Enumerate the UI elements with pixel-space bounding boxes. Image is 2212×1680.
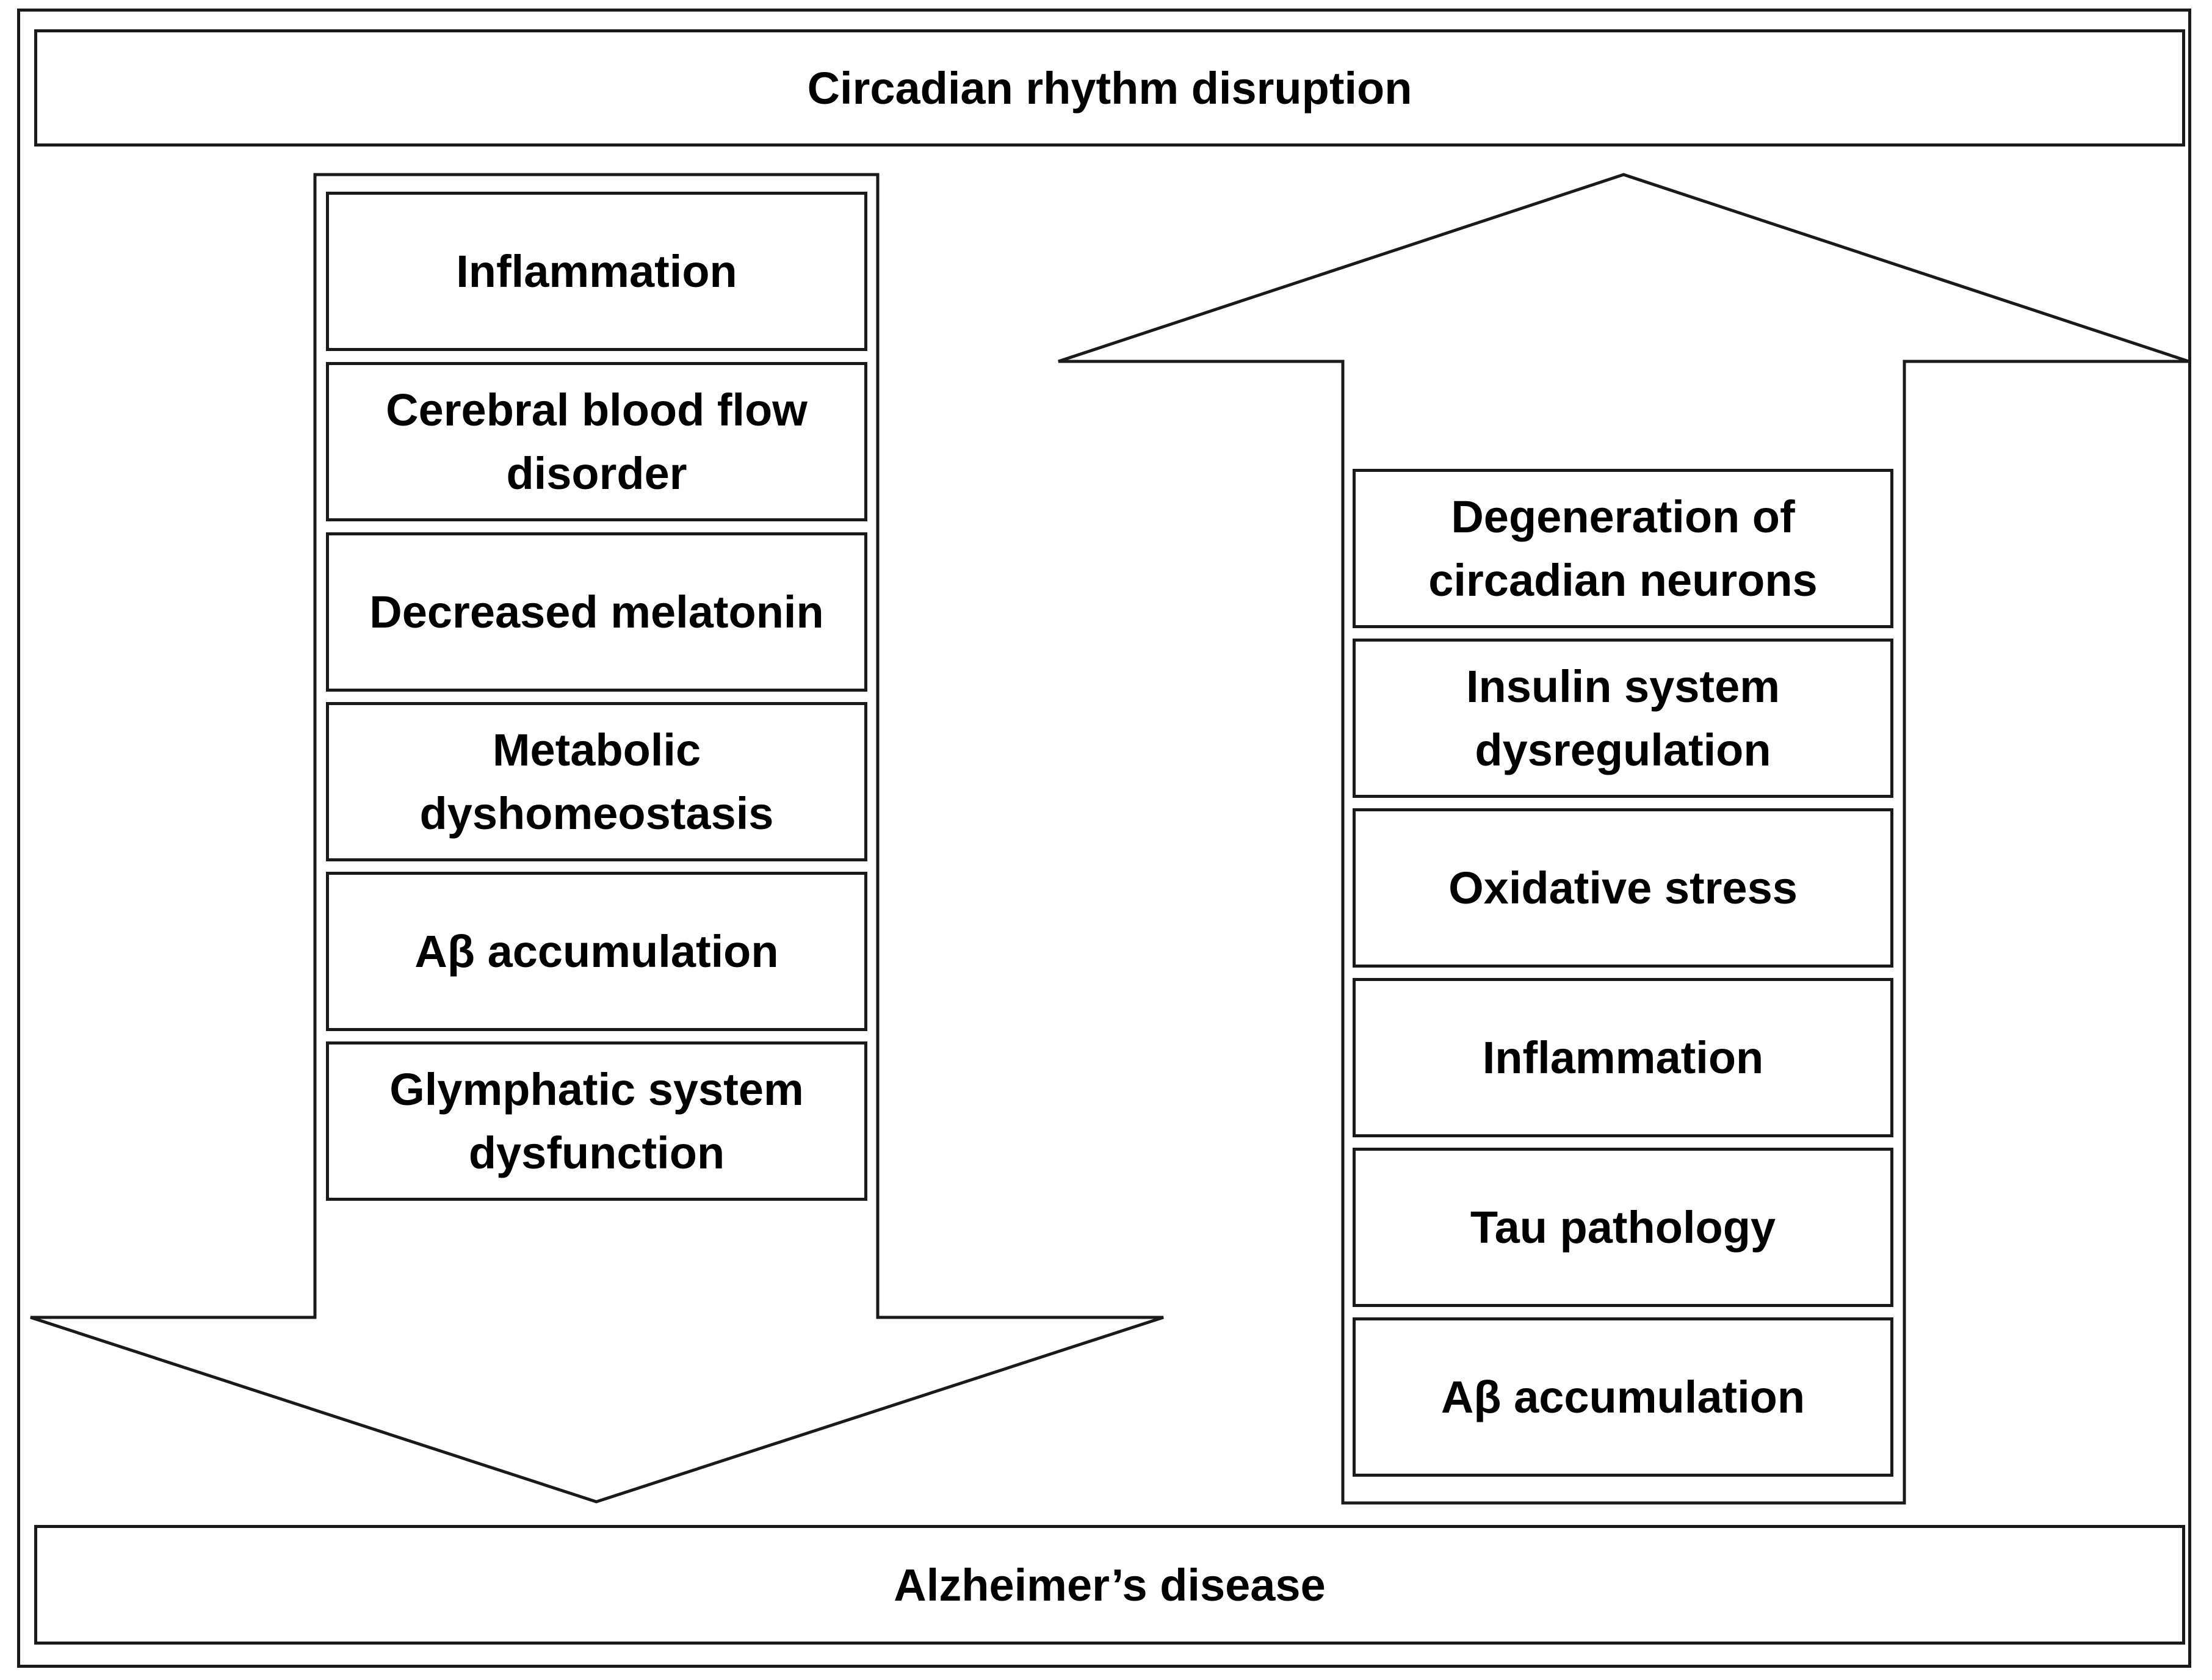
- down-arrow-item: Cerebral blood flow disorder: [326, 362, 867, 521]
- down-arrow-item: Metabolic dyshomeostasis: [326, 702, 867, 861]
- up-arrow-item: Inflammation: [1353, 978, 1893, 1137]
- top-banner-label: Circadian rhythm disruption: [807, 62, 1412, 114]
- up-arrow-item-label: Aβ accumulation: [1440, 1371, 1805, 1422]
- down-arrow-item: Aβ accumulation: [326, 872, 867, 1031]
- up-arrow-item-label: Insulin system dysregulation: [1466, 661, 1780, 775]
- up-arrow-item: Aβ accumulation: [1353, 1317, 1893, 1477]
- up-arrow-item: Tau pathology: [1353, 1148, 1893, 1307]
- up-arrow-item-label: Oxidative stress: [1448, 862, 1798, 913]
- bottom-banner-label: Alzheimer’s disease: [894, 1559, 1326, 1610]
- up-arrow-item: Oxidative stress: [1353, 808, 1893, 968]
- up-arrow-item: Degeneration of circadian neurons: [1353, 469, 1893, 628]
- top-banner: Circadian rhythm disruption: [34, 29, 2185, 147]
- down-arrow-item-label: Metabolic dyshomeostasis: [419, 724, 774, 839]
- down-arrow-item-label: Aβ accumulation: [414, 925, 779, 977]
- up-arrow-item-label: Degeneration of circadian neurons: [1428, 491, 1818, 606]
- up-arrow-item-label: Tau pathology: [1470, 1201, 1776, 1253]
- down-arrow-item-label: Inflammation: [456, 245, 737, 297]
- up-arrow-item-label: Inflammation: [1482, 1032, 1764, 1083]
- bottom-banner: Alzheimer’s disease: [34, 1525, 2185, 1645]
- down-arrow-item: Glymphatic system dysfunction: [326, 1041, 867, 1201]
- down-arrow-item-label: Cerebral blood flow disorder: [386, 384, 808, 499]
- down-arrow-item-label: Decreased melatonin: [369, 586, 824, 637]
- down-arrow-item-label: Glymphatic system dysfunction: [389, 1063, 804, 1178]
- up-arrow-item: Insulin system dysregulation: [1353, 639, 1893, 798]
- down-arrow-item: Inflammation: [326, 192, 867, 351]
- down-arrow-item: Decreased melatonin: [326, 532, 867, 692]
